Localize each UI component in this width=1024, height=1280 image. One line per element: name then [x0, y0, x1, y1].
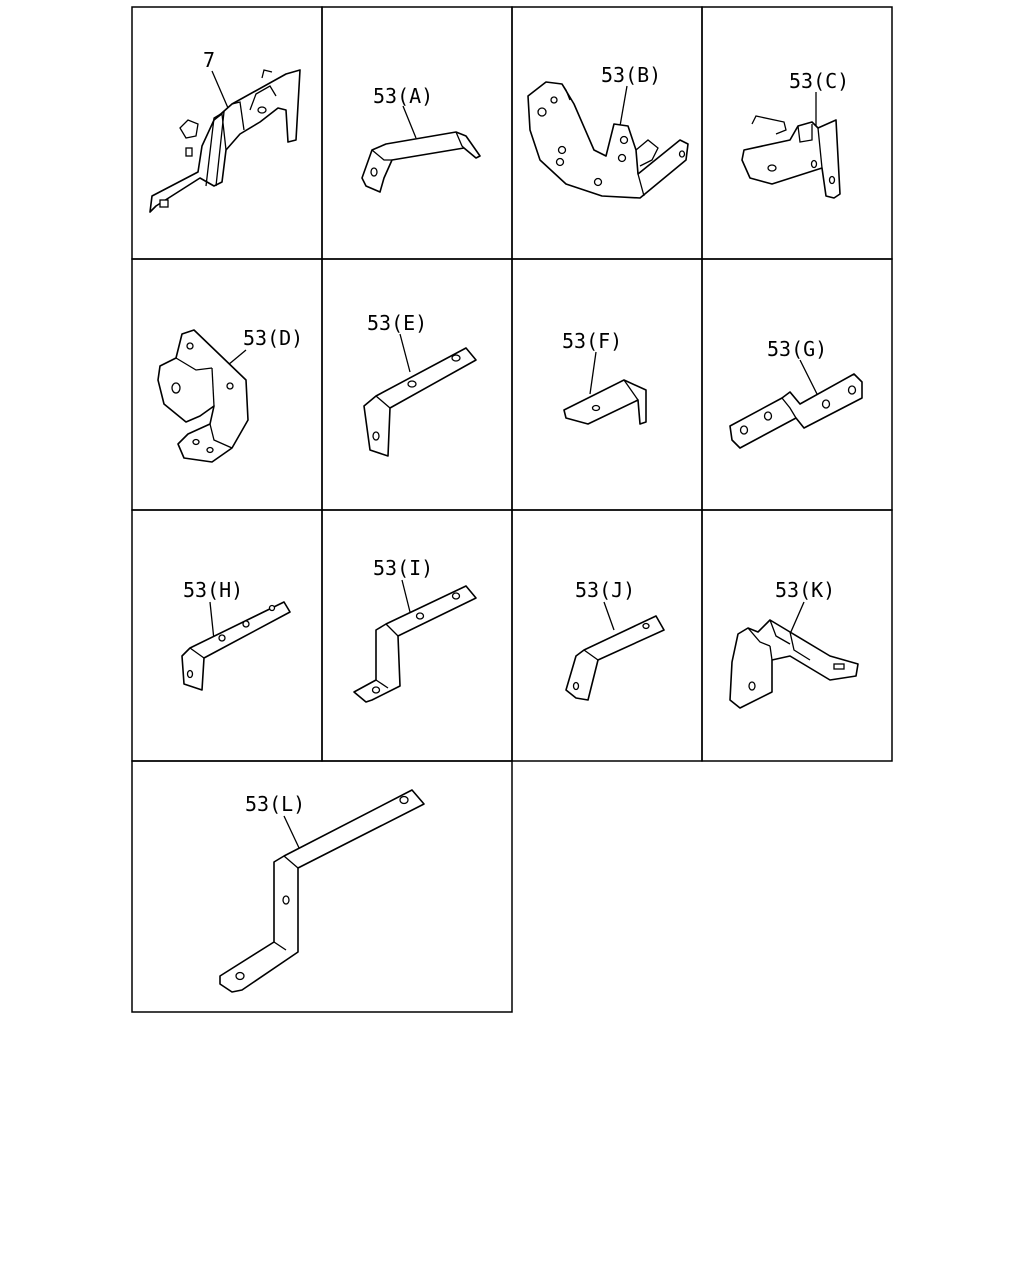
- part-cell-53-k[interactable]: 53(K): [729, 578, 859, 709]
- part-label: 53(H): [183, 578, 243, 602]
- part-label: 53(F): [562, 329, 622, 353]
- bracket-drawing: [741, 115, 841, 199]
- part-cell-53-c[interactable]: 53(C): [741, 69, 849, 199]
- bracket-drawing: [353, 585, 477, 703]
- bracket-drawing: [363, 347, 477, 457]
- part-cell-53-f[interactable]: 53(F): [562, 329, 647, 425]
- part-label: 53(K): [775, 578, 835, 602]
- part-cell-53-l[interactable]: 53(L): [219, 789, 425, 993]
- bracket-drawing: [729, 619, 859, 709]
- part-label: 53(C): [789, 69, 849, 93]
- part-cell-53-b[interactable]: 53(B): [527, 63, 689, 199]
- part-label: 7: [203, 48, 215, 72]
- part-cell-53-e[interactable]: 53(E): [363, 311, 477, 457]
- part-cell-53-a[interactable]: 53(A): [361, 84, 481, 193]
- part-label: 53(E): [367, 311, 427, 335]
- bracket-drawing: [361, 131, 481, 193]
- part-cell-53-j[interactable]: 53(J): [565, 578, 665, 701]
- part-cell-53-i[interactable]: 53(I): [353, 556, 477, 703]
- part-cell-53-h[interactable]: 53(H): [181, 578, 291, 691]
- part-cell-53-d[interactable]: 53(D): [157, 326, 303, 463]
- bracket-drawing: [729, 373, 863, 449]
- part-label: 53(L): [245, 792, 305, 816]
- grid-frame: [131, 6, 893, 1013]
- bracket-drawing: [565, 615, 665, 701]
- part-label: 53(G): [767, 337, 827, 361]
- part-cell-7[interactable]: 7: [149, 48, 301, 213]
- bracket-drawing: [563, 379, 647, 425]
- bracket-drawing: [527, 81, 689, 199]
- part-label: 53(A): [373, 84, 433, 108]
- part-label: 53(I): [373, 556, 433, 580]
- part-label: 53(B): [601, 63, 661, 87]
- part-label: 53(D): [243, 326, 303, 350]
- bracket-drawing: [157, 329, 249, 463]
- bracket-drawing: [149, 69, 301, 213]
- part-cell-53-g[interactable]: 53(G): [729, 337, 863, 449]
- part-label: 53(J): [575, 578, 635, 602]
- bracket-drawing: [219, 789, 425, 993]
- bracket-drawing: [181, 601, 291, 691]
